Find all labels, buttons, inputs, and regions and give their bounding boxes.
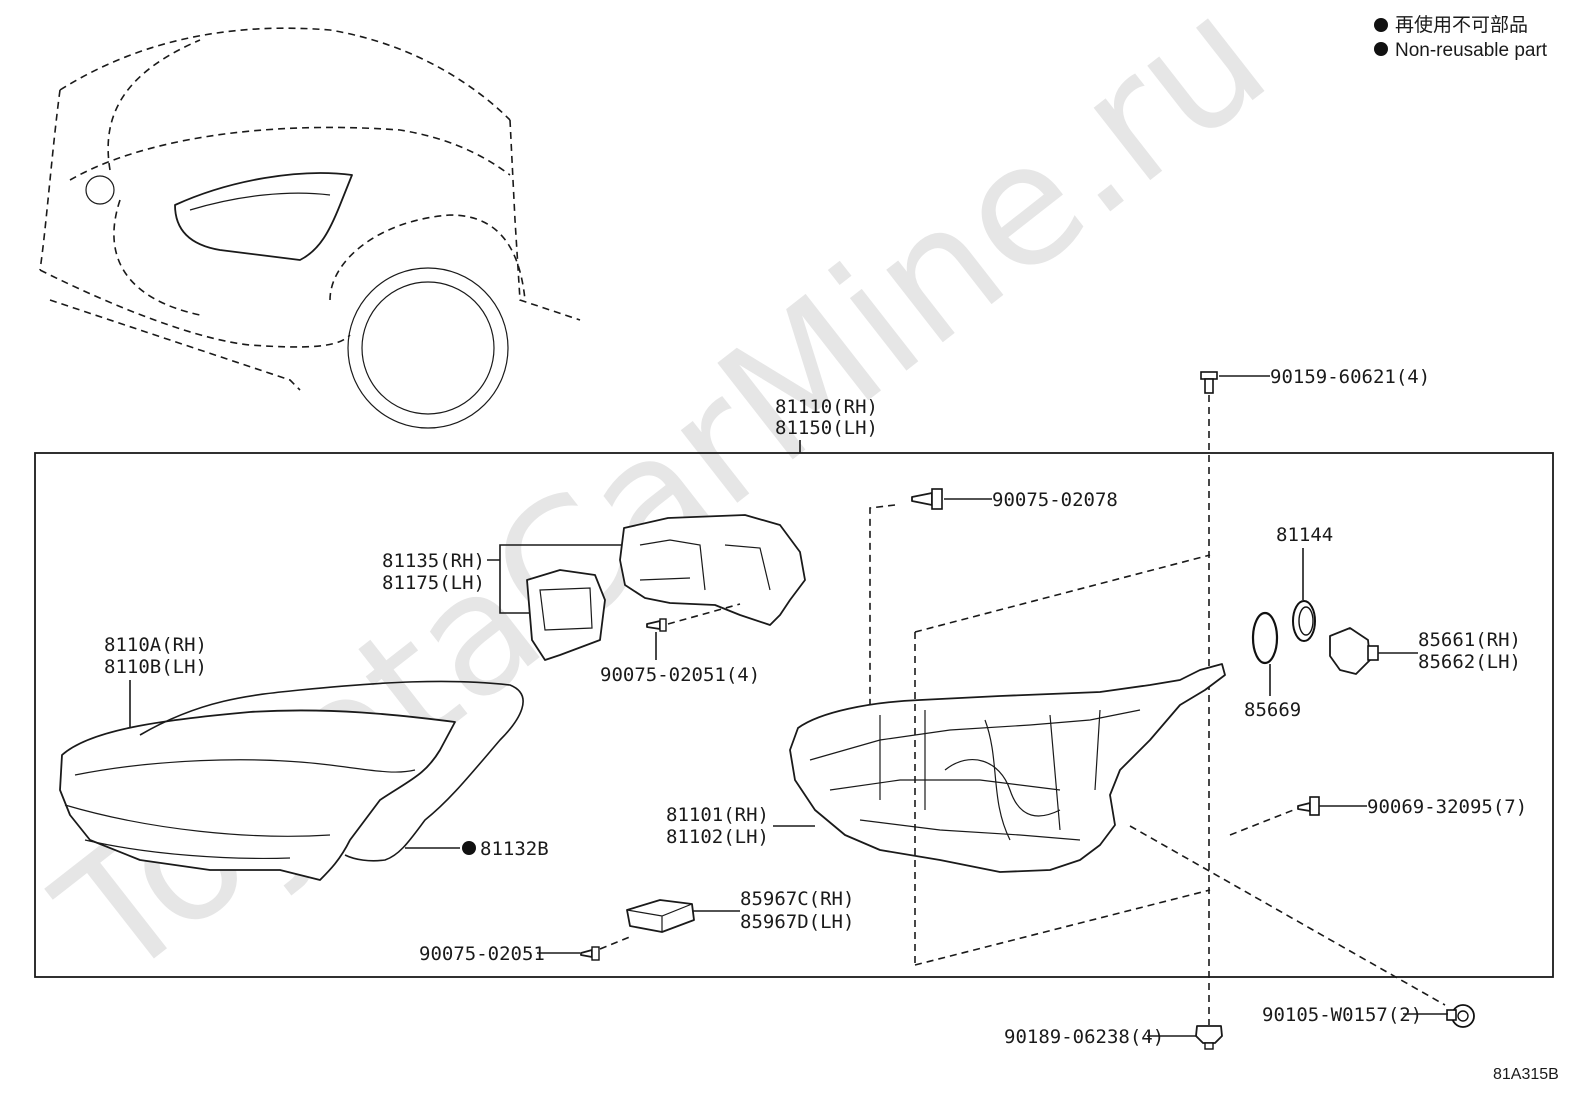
nut-90105-icon xyxy=(1446,1004,1475,1028)
label-90075-02051-4: 90075-02051(4) xyxy=(600,664,760,686)
diagram-code: 81A315B xyxy=(1493,1066,1559,1083)
label-81150: 81150(LH) xyxy=(775,417,878,439)
label-81102: 81102(LH) xyxy=(666,826,769,848)
label-90105: 90105-W0157(2) xyxy=(1262,1004,1422,1026)
label-90075-02051: 90075-02051 xyxy=(419,943,545,965)
screw-90075-02051-small-icon xyxy=(580,946,600,961)
label-85967D: 85967D(LH) xyxy=(740,911,854,933)
label-81144: 81144 xyxy=(1276,524,1333,546)
housing-81101-icon xyxy=(789,663,1226,873)
label-90159: 90159-60621(4) xyxy=(1270,366,1430,388)
clip-90189-icon xyxy=(1195,1025,1223,1050)
label-81110: 81110(RH) xyxy=(775,396,878,418)
legend: 再使用不可部品 Non-reusable part xyxy=(1374,14,1548,61)
label-81101: 81101(RH) xyxy=(666,804,769,826)
label-90075-02078: 90075-02078 xyxy=(992,489,1118,511)
non-reusable-bullet-icon xyxy=(1374,42,1388,56)
module-85967-icon xyxy=(626,899,695,933)
seal-85669-icon xyxy=(1251,611,1279,665)
vehicle-front-icon xyxy=(39,27,581,429)
bulb-85661-icon xyxy=(1329,627,1379,675)
gasket-81132B-icon xyxy=(139,680,524,862)
label-90189: 90189-06238(4) xyxy=(1004,1026,1164,1048)
assembly-frame xyxy=(34,452,1554,978)
legend-item-en: Non-reusable part xyxy=(1395,40,1548,61)
label-81135: 81135(RH) xyxy=(382,550,485,572)
label-85669: 85669 xyxy=(1244,699,1301,721)
ring-81144-icon xyxy=(1292,600,1316,642)
label-85967C: 85967C(RH) xyxy=(740,888,854,910)
label-8110A: 8110A(RH) xyxy=(104,634,207,656)
label-81175: 81175(LH) xyxy=(382,572,485,594)
label-8110B: 8110B(LH) xyxy=(104,656,207,678)
screw-90075-02051-icon xyxy=(646,618,667,632)
bolt-90159-icon xyxy=(1200,371,1218,394)
label-90069: 90069-32095(7) xyxy=(1367,796,1527,818)
screw-90075-02078-icon xyxy=(911,488,943,510)
screw-90069-icon xyxy=(1297,796,1320,816)
label-81132B: 81132B xyxy=(480,838,549,860)
bracket-81135-icon xyxy=(526,514,806,661)
label-85662: 85662(LH) xyxy=(1418,651,1521,673)
label-85661: 85661(RH) xyxy=(1418,629,1521,651)
non-reusable-bullet-icon xyxy=(1374,18,1388,32)
non-reusable-bullet-icon xyxy=(462,841,476,855)
legend-item-jp: 再使用不可部品 xyxy=(1395,14,1528,36)
